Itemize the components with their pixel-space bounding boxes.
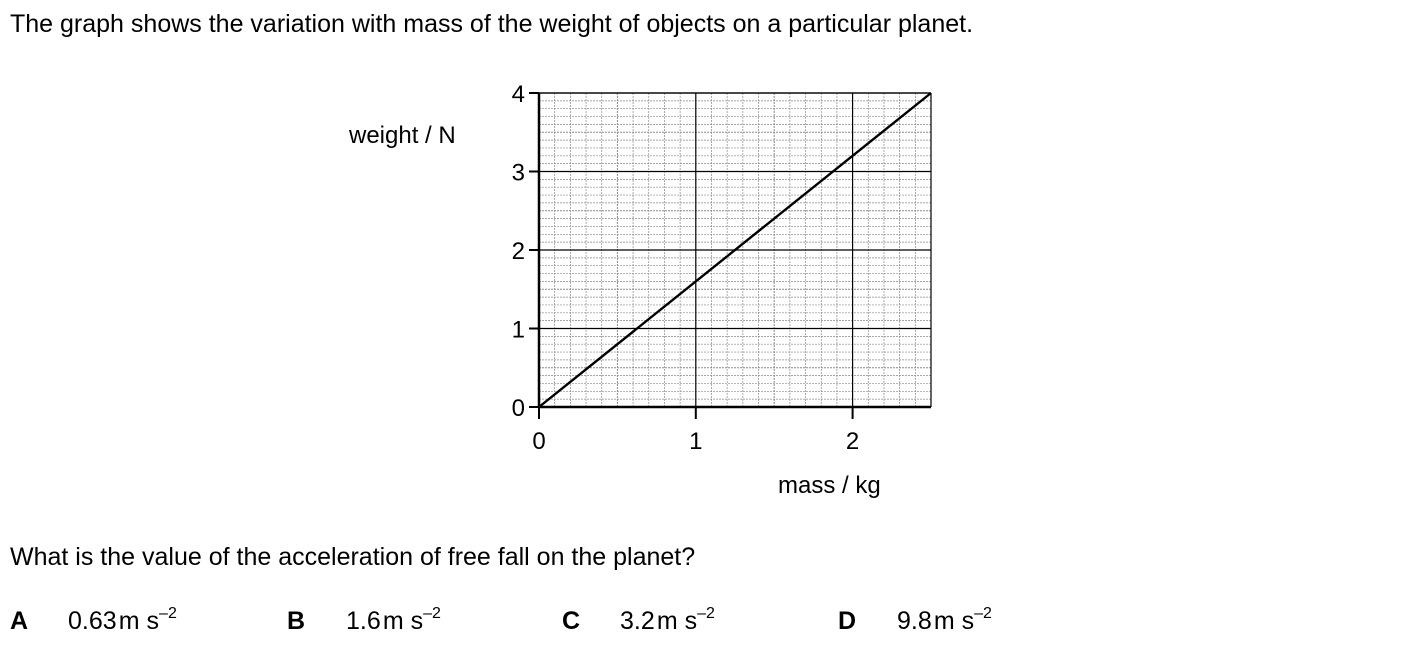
x-tick-label: 1: [689, 428, 702, 455]
data-series: [538, 92, 932, 408]
y-axis-label: weight / N: [348, 122, 456, 149]
y-tick-label: 3: [512, 160, 525, 187]
intro-text: The graph shows the variation with mass …: [10, 10, 974, 38]
option-b-letter: B: [287, 607, 306, 635]
option-b-value: 1.6: [346, 607, 381, 635]
option-d[interactable]: D 9.8 m s–2: [838, 604, 1078, 638]
option-b-exponent: –2: [423, 605, 441, 622]
option-b-unit: m s: [382, 607, 424, 635]
option-a-exponent: –2: [159, 605, 177, 622]
y-tick-label: 1: [512, 317, 525, 344]
option-a-unit: m s: [118, 607, 160, 635]
tick-marks: [529, 92, 854, 419]
option-c-answer: 3.2 m s–2: [620, 604, 715, 642]
option-a-letter: A: [10, 607, 29, 635]
x-tick-label: 0: [532, 428, 545, 455]
option-c-letter: C: [562, 607, 581, 635]
x-axis-label: mass / kg: [778, 472, 881, 499]
option-d-letter: D: [838, 607, 857, 635]
y-tick-label: 4: [512, 81, 525, 108]
series-line: [538, 92, 932, 408]
option-b-answer: 1.6 m s–2: [346, 604, 441, 642]
option-b[interactable]: B 1.6 m s–2: [287, 604, 527, 638]
x-tick-label: 2: [846, 428, 859, 455]
option-d-exponent: –2: [974, 605, 992, 622]
option-d-answer: 9.8 m s–2: [897, 604, 992, 642]
option-c-unit: m s: [656, 607, 698, 635]
y-tick-label: 0: [512, 395, 525, 422]
option-a[interactable]: A 0.63 m s–2: [10, 604, 250, 638]
tick-labels: 0 1 2 3 4 0 1 2: [512, 81, 860, 455]
option-a-answer: 0.63 m s–2: [68, 604, 177, 642]
question-text: What is the value of the acceleration of…: [10, 543, 696, 571]
option-c-value: 3.2: [620, 607, 655, 635]
weight-mass-graph: 0 1 2 3 4 0 1 2 weight / N mass / kg: [348, 81, 932, 499]
option-a-value: 0.63: [68, 607, 117, 635]
chart: 0 1 2 3 4 0 1 2 weight / N mass / kg: [348, 81, 932, 499]
option-c[interactable]: C 3.2 m s–2: [562, 604, 802, 638]
option-c-exponent: –2: [697, 605, 715, 622]
option-d-unit: m s: [933, 607, 975, 635]
option-d-value: 9.8: [897, 607, 932, 635]
y-tick-label: 2: [512, 238, 525, 265]
